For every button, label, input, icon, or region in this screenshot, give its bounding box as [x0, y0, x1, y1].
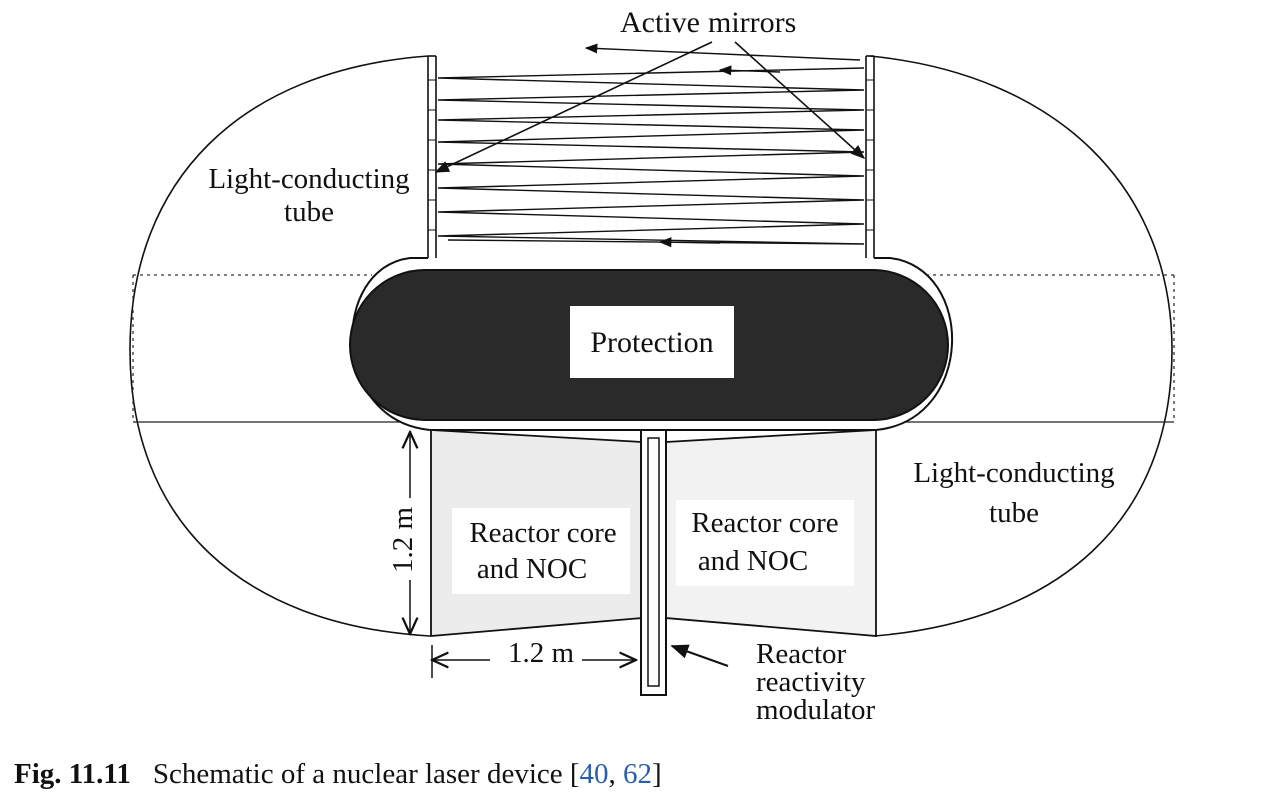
light-tube-left-label-line2: tube: [284, 196, 334, 228]
light-tube-left-label-line1: Light-conducting: [208, 163, 409, 195]
caption-separator: ,: [608, 758, 624, 790]
active-mirrors-label-active: Active: [620, 6, 700, 39]
outer-boundary-left: [129, 55, 431, 637]
height-dimension-label: 1.2 m: [387, 507, 419, 574]
core-right-label-line2: and NOC: [698, 545, 808, 577]
outer-boundary-right: [869, 55, 1173, 637]
modulator-label-line2: reactivity: [756, 666, 866, 698]
width-dimension-label: 1.2 m: [508, 637, 575, 669]
caption-text: Schematic of a nuclear laser device [: [152, 758, 580, 790]
caption-closing: ]: [652, 758, 662, 790]
laser-beam-path: [437, 67, 865, 245]
figure-caption: Fig. 11.11 Schematic of a nuclear laser d…: [14, 758, 662, 791]
light-tube-right-label-line2: tube: [989, 497, 1039, 529]
core-right-label-bg: [676, 500, 854, 586]
protection-label-box: [570, 306, 734, 378]
dotted-band: [132, 274, 1175, 422]
modulator-label-line3: modulator: [756, 694, 876, 726]
height-dim-label-bg: [392, 498, 428, 580]
modulator-pointer: [670, 644, 729, 667]
left-mirror-mount: [427, 55, 437, 258]
reference-link-40[interactable]: 40: [579, 758, 609, 790]
figure-number: Fig. 11.11: [14, 758, 131, 790]
mirror-ticks: [428, 79, 874, 231]
active-mirrors-label-mirrors: mirrors: [708, 6, 796, 39]
core-left-label-line1: Reactor core: [469, 517, 616, 549]
modulator-label-line1: Reactor: [756, 638, 847, 670]
right-mirror-mount: [865, 55, 875, 258]
mirror-leader-left: [434, 41, 713, 173]
beam-arrow-mid: [658, 237, 721, 248]
width-dim-label-bg: [490, 640, 582, 674]
core-right-label-line1: Reactor core: [691, 507, 838, 539]
core-left-label-line2: and NOC: [477, 553, 587, 585]
light-tube-right-label-line1: Light-conducting: [913, 457, 1114, 489]
beam-arrow-top: [718, 65, 781, 76]
reference-link-62[interactable]: 62: [623, 758, 653, 790]
modulator-inner-slot: [647, 437, 660, 687]
core-left-label-bg: [452, 508, 630, 594]
protection-label: Protection: [590, 326, 713, 359]
mirror-leader-right: [734, 41, 866, 159]
beam-exit-arrow: [584, 43, 861, 61]
